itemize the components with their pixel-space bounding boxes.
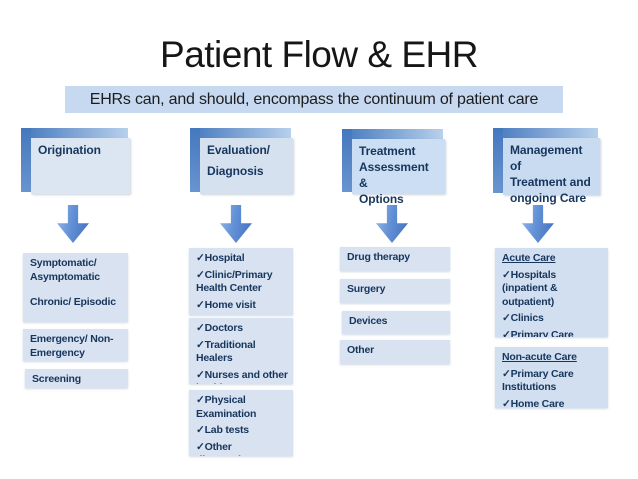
list-box-origination-2: Emergency/ Non-Emergency [23, 329, 128, 361]
stage-header-body: Origination [31, 138, 130, 194]
list-item: ✓Primary Care Institutions [502, 328, 574, 338]
stage-header-label: Options [359, 192, 404, 206]
list-item: ✓Traditional Healers [196, 338, 256, 365]
list-item: ✓Hospitals (inpatient & outpatient) [502, 268, 558, 308]
stage-header-label: Treatment [359, 144, 416, 158]
list-item: Emergency/ Non-Emergency [30, 333, 114, 359]
stage-header-label: ongoing Care [510, 191, 587, 205]
list-item: ✓Home Care [502, 397, 565, 409]
header-accent-top [190, 128, 291, 138]
stage-header-origination: Origination [21, 128, 130, 194]
down-arrow-icon [57, 205, 89, 243]
list-item: Surgery [347, 283, 386, 295]
list-box-origination-1: Symptomatic/ Asymptomatic Chronic/ Episo… [23, 253, 128, 322]
stage-header-label: Treatment and [510, 175, 591, 189]
stage-header-treatment: Treatment Assessment & Options [342, 129, 445, 206]
list-box-acute-care: Acute Care ✓Hospitals (inpatient & outpa… [495, 248, 608, 337]
list-box-non-acute-care: Non-acute Care ✓Primary Care Institution… [495, 347, 608, 408]
list-item: ✓Doctors [196, 322, 243, 334]
header-accent-left [21, 128, 31, 192]
list-item: Symptomatic/ Asymptomatic [30, 257, 100, 283]
header-accent-top [493, 128, 598, 138]
header-accent-top [342, 129, 443, 139]
list-item: ✓Primary Care Institutions [502, 367, 574, 394]
header-accent-left [493, 128, 503, 193]
stage-header-label: Diagnosis [207, 164, 264, 178]
header-accent-left [342, 129, 352, 192]
list-box-origination-3: Screening [25, 369, 128, 388]
stage-header-body: Management of Treatment and ongoing Care [503, 138, 600, 205]
list-item: Chronic/ Episodic [30, 296, 116, 308]
header-accent-top [21, 128, 128, 138]
subtitle-banner: EHRs can, and should, encompass the cont… [65, 86, 563, 113]
list-item: ✓Clinics [502, 312, 544, 324]
down-arrow-icon [376, 205, 408, 243]
list-box-evaluation-providers: ✓Doctors ✓Traditional Healers ✓Nurses an… [189, 318, 293, 384]
list-item: Other [347, 344, 375, 356]
list-item: ✓Lab tests [196, 424, 249, 436]
list-item: ✓Physical Examination [196, 394, 257, 420]
list-item: ✓Nurses and other healthcare providers [196, 368, 288, 385]
list-item: ✓Home visit [196, 298, 256, 311]
stage-header-management: Management of Treatment and ongoing Care [493, 128, 600, 205]
stage-header-label: Assessment & [359, 160, 429, 190]
list-heading: Acute Care [502, 252, 556, 264]
list-box-treatment-devices: Devices [342, 311, 450, 334]
list-box-evaluation-sites: ✓Hospital ✓Clinic/Primary Health Center … [189, 248, 293, 315]
list-box-treatment-surgery: Surgery [340, 279, 450, 303]
header-accent-left [190, 128, 200, 192]
list-box-treatment-other: Other [340, 340, 450, 364]
stage-header-body: Treatment Assessment & Options [352, 139, 445, 206]
page-title: Patient Flow & EHR [160, 34, 478, 75]
list-item: ✓Hospital [196, 252, 245, 264]
stage-header-label: Management of [510, 143, 583, 173]
list-item: ✓Clinic/Primary Health Center [196, 268, 273, 295]
list-item: ✓Other diagnostics [196, 440, 252, 457]
list-box-evaluation-tests: ✓Physical Examination ✓Lab tests ✓Other … [189, 390, 293, 456]
list-item: Drug therapy [347, 251, 410, 263]
stage-header-body: Evaluation/ Diagnosis [200, 138, 293, 194]
stage-header-evaluation: Evaluation/ Diagnosis [190, 128, 293, 194]
list-heading: Non-acute Care [502, 351, 577, 363]
list-item: Screening [32, 373, 81, 385]
stage-header-label: Evaluation/ [207, 143, 270, 157]
list-item: Devices [349, 315, 388, 327]
down-arrow-icon [220, 205, 252, 243]
stage-header-label: Origination [38, 143, 101, 157]
down-arrow-icon [522, 205, 554, 243]
list-box-treatment-drug: Drug therapy [340, 247, 450, 271]
